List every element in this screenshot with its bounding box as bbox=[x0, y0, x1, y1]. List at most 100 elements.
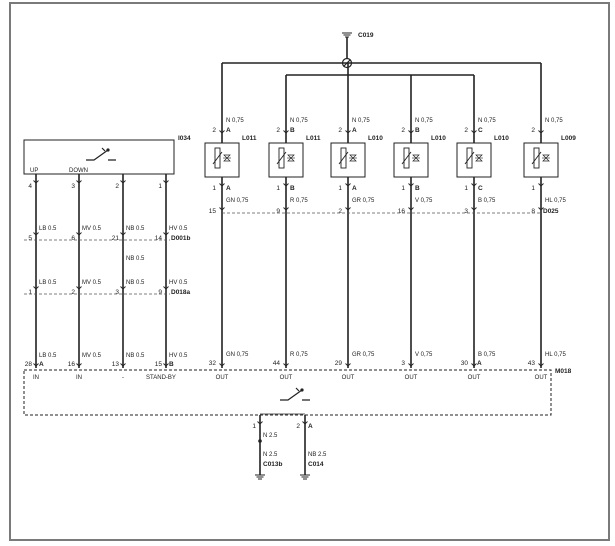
left-wire-0-m018-pin bbox=[33, 363, 39, 367]
left-wire-0-pin-label: IN bbox=[33, 375, 39, 381]
left-wire-2-m018-pin bbox=[120, 363, 126, 367]
lamp-1-pin-bottom bbox=[283, 183, 289, 187]
connector-d001b: D001b bbox=[171, 235, 191, 242]
lamp-0-pin-top bbox=[219, 130, 225, 134]
left-wire-2-i034-pin bbox=[120, 180, 126, 184]
left-wire-3-d001-pin bbox=[163, 232, 169, 236]
lamp-5-wire-bot: HL 0,75 bbox=[545, 352, 566, 358]
lamp-0-box bbox=[204, 142, 240, 178]
lamp-0-wire-mid: GN 0,75 bbox=[226, 198, 249, 204]
lamp-4-pin-bottom bbox=[471, 183, 477, 187]
lamp-4-pin-top-num: 2 bbox=[464, 127, 468, 134]
left-wire-1-d018-pin bbox=[76, 286, 82, 290]
module-switch-symbol bbox=[280, 387, 310, 401]
lamp-4-m018-letter: A bbox=[477, 360, 482, 367]
module-m018-code: M018 bbox=[555, 368, 572, 375]
switch-up-label: UP bbox=[30, 168, 38, 174]
left-wire-1-w2: MV 0.5 bbox=[82, 280, 102, 286]
left-wire-1-i034-pin bbox=[76, 180, 82, 184]
wire-nb-middle: NB 0.5 bbox=[126, 256, 145, 262]
lamp-5-wire-top: N 0,75 bbox=[545, 118, 563, 124]
left-wire-3-m018-num: 15 bbox=[155, 361, 163, 368]
lamp-1-d025-num: 9 bbox=[276, 208, 280, 215]
lamp-3-d025-pin bbox=[408, 207, 414, 211]
lamp-1-pin-bot-num: 1 bbox=[276, 185, 280, 192]
left-wire-2-d001-num: 21 bbox=[112, 235, 120, 242]
left-wire-0-m018-num: 28 bbox=[25, 361, 33, 368]
lamp-3-pin-bot-num: 1 bbox=[401, 185, 405, 192]
lamp-3-pin-bot-letter: B bbox=[415, 185, 420, 192]
lamp-2-d025-pin bbox=[345, 207, 351, 211]
lamp-4-out-label: OUT bbox=[468, 375, 481, 381]
connector-d018a: D018a bbox=[171, 289, 191, 296]
lamp-3-element bbox=[401, 151, 412, 165]
lamp-4-pin-top bbox=[471, 130, 477, 134]
lamp-5-out-label: OUT bbox=[535, 375, 548, 381]
lamp-5-m018-pin bbox=[538, 363, 544, 367]
left-wire-3-w3: HV 0.5 bbox=[169, 353, 188, 359]
ground-wire-1a: N 2.5 bbox=[263, 433, 278, 439]
lamp-3-m018-num: 3 bbox=[401, 360, 405, 367]
lamp-5-d025-pin bbox=[538, 207, 544, 211]
left-wire-3-d018-num: 9 bbox=[158, 289, 162, 296]
switch-down-label: DOWN bbox=[69, 168, 88, 174]
left-wire-2-d018-num: 3 bbox=[115, 289, 119, 296]
lamp-2-wire-top: N 0,75 bbox=[352, 118, 370, 124]
lamp-0-pin-top-num: 2 bbox=[212, 127, 216, 134]
left-wire-3-w1: HV 0.5 bbox=[169, 226, 188, 232]
left-wire-3-pin-label: STAND-BY bbox=[146, 375, 176, 381]
lamp-5-d025-num: 8 bbox=[531, 208, 535, 215]
left-wire-2-w2: NB 0.5 bbox=[126, 280, 145, 286]
lamp-5-pin-top-num: 2 bbox=[531, 127, 535, 134]
lamp-1-code: L011 bbox=[306, 135, 321, 142]
lamp-1-out-label: OUT bbox=[280, 375, 293, 381]
lamp-5-symbol bbox=[542, 154, 550, 162]
splice-dot bbox=[258, 439, 262, 443]
lamp-4-wire-top: N 0,75 bbox=[478, 118, 496, 124]
left-wire-3-d001-num: 14 bbox=[155, 235, 163, 242]
lamp-2-pin-bot-letter: A bbox=[352, 185, 357, 192]
left-wire-0-d018-pin bbox=[33, 286, 39, 290]
lamp-4-m018-num: 30 bbox=[461, 360, 469, 367]
lamp-4-code: L010 bbox=[494, 135, 509, 142]
lamp-3-box bbox=[393, 142, 429, 178]
lamp-0-d025-pin bbox=[219, 207, 225, 211]
left-wire-2-w3: NB 0.5 bbox=[126, 353, 145, 359]
switch-symbol bbox=[86, 147, 116, 161]
lamp-4-pin-bot-num: 1 bbox=[464, 185, 468, 192]
lamp-3-wire-mid: V 0,75 bbox=[415, 198, 433, 204]
lamp-5-pin-bottom bbox=[538, 183, 544, 187]
lamp-2-pin-top-num: 2 bbox=[338, 127, 342, 134]
lamp-2-box bbox=[330, 142, 366, 178]
ground-pin-2-num: 2 bbox=[296, 423, 300, 430]
lamp-3-out-label: OUT bbox=[405, 375, 418, 381]
left-wire-1-w1: MV 0.5 bbox=[82, 226, 102, 232]
left-wire-2-i034-num: 2 bbox=[115, 183, 119, 190]
left-wire-0-w3: LB 0.5 bbox=[39, 353, 57, 359]
outer-frame bbox=[9, 2, 610, 541]
switch-i034-code: I034 bbox=[178, 135, 191, 142]
left-wire-0-d018-num: 1 bbox=[28, 289, 32, 296]
connector-d025: D025 bbox=[543, 208, 559, 215]
lamp-3-code: L010 bbox=[431, 135, 446, 142]
ground-pin-2 bbox=[302, 421, 308, 425]
lamp-3-d025-num: 16 bbox=[398, 208, 406, 215]
lamp-4-wire-bot: B 0,75 bbox=[478, 352, 496, 358]
left-wire-1-d001-pin bbox=[76, 232, 82, 236]
lamp-4-symbol bbox=[475, 154, 483, 162]
ground-code-c014: C014 bbox=[308, 461, 324, 468]
ground-pin-2-letter: A bbox=[308, 423, 313, 430]
left-wire-1-w3: MV 0.5 bbox=[82, 353, 102, 359]
lamp-1-m018-pin bbox=[283, 363, 289, 367]
ground-wire-2: NB 2.5 bbox=[308, 452, 327, 458]
left-wire-0-w1: LB 0.5 bbox=[39, 226, 57, 232]
lamp-4-wire-mid: B 0,75 bbox=[478, 198, 496, 204]
lamp-1-pin-top-num: 2 bbox=[276, 127, 280, 134]
left-wire-0-d001-num: 5 bbox=[28, 235, 32, 242]
lamp-3-wire-bot: V 0,75 bbox=[415, 352, 433, 358]
lamp-0-element bbox=[212, 151, 223, 165]
lamp-5-wire-mid: HL 0,75 bbox=[545, 198, 566, 204]
ground-code-c013b: C013b bbox=[263, 461, 283, 468]
